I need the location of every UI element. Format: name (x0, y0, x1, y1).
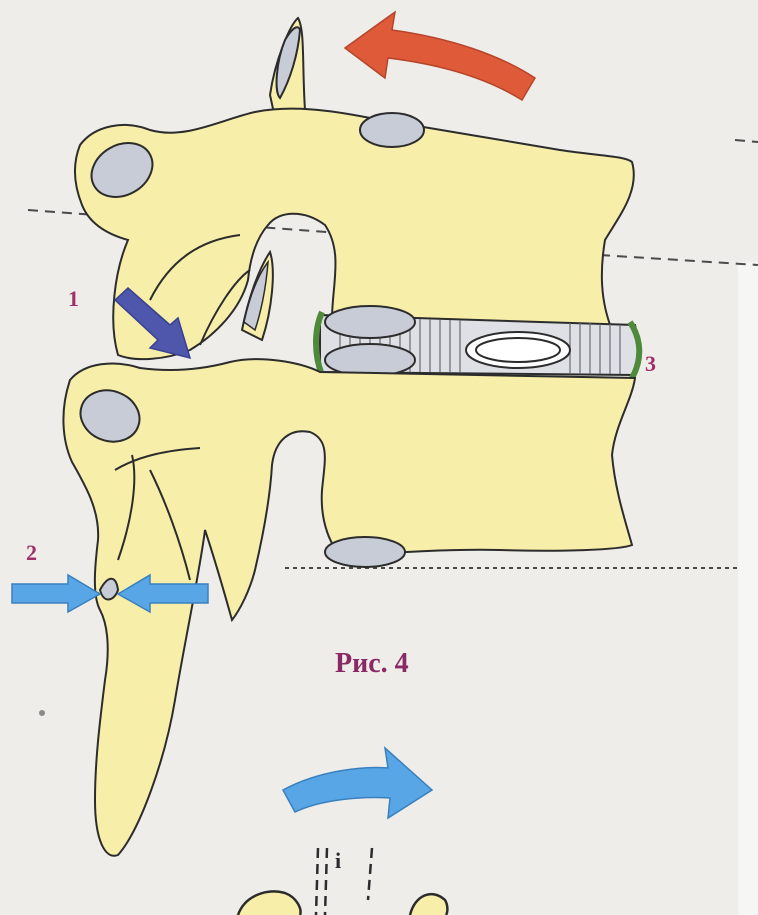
disc-left-cartilage-top (325, 306, 415, 338)
label-1: 1 (68, 286, 79, 311)
bottom-marker-label: i (335, 848, 341, 873)
label-2: 2 (26, 540, 37, 565)
figure-caption: Рис. 4 (335, 648, 409, 679)
page-edge (738, 262, 758, 915)
lower-body-cartilage (325, 537, 405, 567)
label-3: 3 (645, 351, 656, 376)
upper-body-cartilage (360, 113, 424, 147)
print-speck (39, 710, 45, 716)
disc-left-cartilage-bottom (325, 344, 415, 376)
